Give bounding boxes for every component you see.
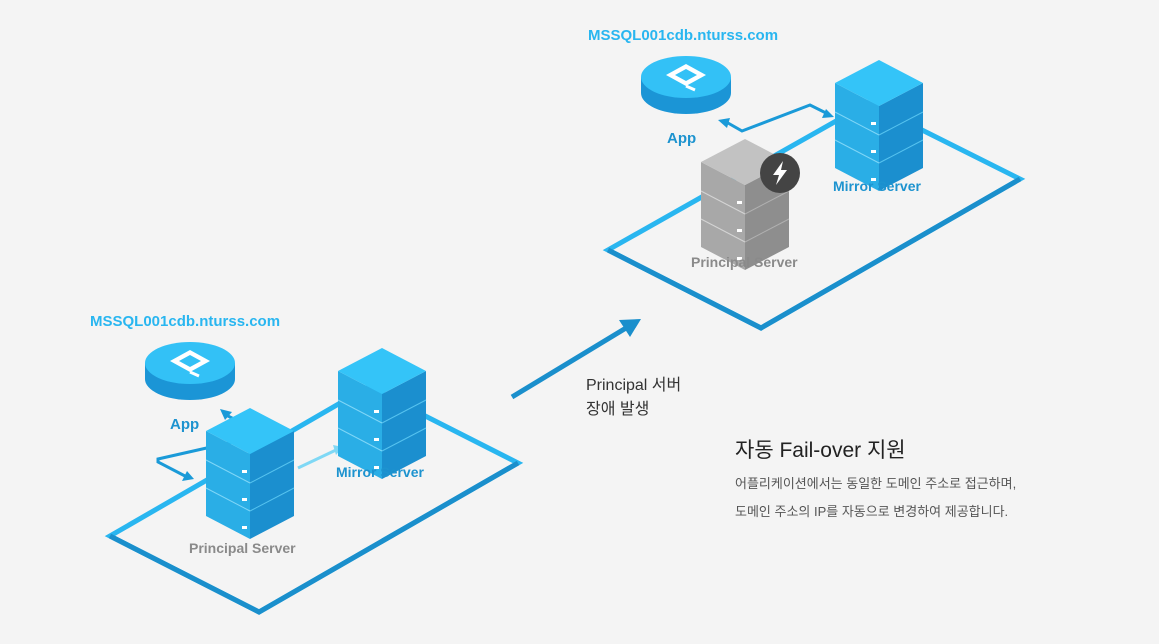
right-mirror-label: Mirror Server <box>833 178 921 194</box>
right-app-connector-arrow <box>718 103 834 133</box>
lightning-bolt-icon <box>760 153 800 193</box>
left-mirror-label: Mirror Server <box>336 464 424 480</box>
right-app-label: App <box>667 130 697 147</box>
right-principal-label: Principal Server <box>691 254 798 270</box>
feature-description-line-2: 도메인 주소의 IP를 자동으로 변경하여 제공합니다. <box>735 504 1009 519</box>
right-group <box>602 54 1026 331</box>
left-mirror-server-icon <box>337 347 427 480</box>
left-group <box>104 340 524 615</box>
failure-event-label: Principal 서버 장애 발생 <box>586 374 681 422</box>
feature-description: 어플리케이션에서는 동일한 도메인 주소로 접근하며, 도메인 주소의 IP를 … <box>735 470 1016 526</box>
left-app-label: App <box>170 416 200 433</box>
failure-event-line-1: Principal 서버 <box>586 377 682 394</box>
feature-description-line-1: 어플리케이션에서는 동일한 도메인 주소로 접근하며, <box>735 476 1017 491</box>
left-principal-server-icon <box>205 407 295 540</box>
right-hostname: MSSQL001cdb.nturss.com <box>588 27 779 44</box>
feature-title: 자동 Fail-over 지원 <box>735 439 906 462</box>
left-principal-label: Principal Server <box>189 540 296 556</box>
left-hostname: MSSQL001cdb.nturss.com <box>90 313 281 330</box>
right-app-puck <box>639 54 733 116</box>
failure-event-line-2: 장애 발생 <box>586 401 650 418</box>
failover-transition-arrow <box>510 319 641 400</box>
left-app-puck <box>143 340 237 402</box>
right-mirror-server-icon <box>834 59 924 192</box>
